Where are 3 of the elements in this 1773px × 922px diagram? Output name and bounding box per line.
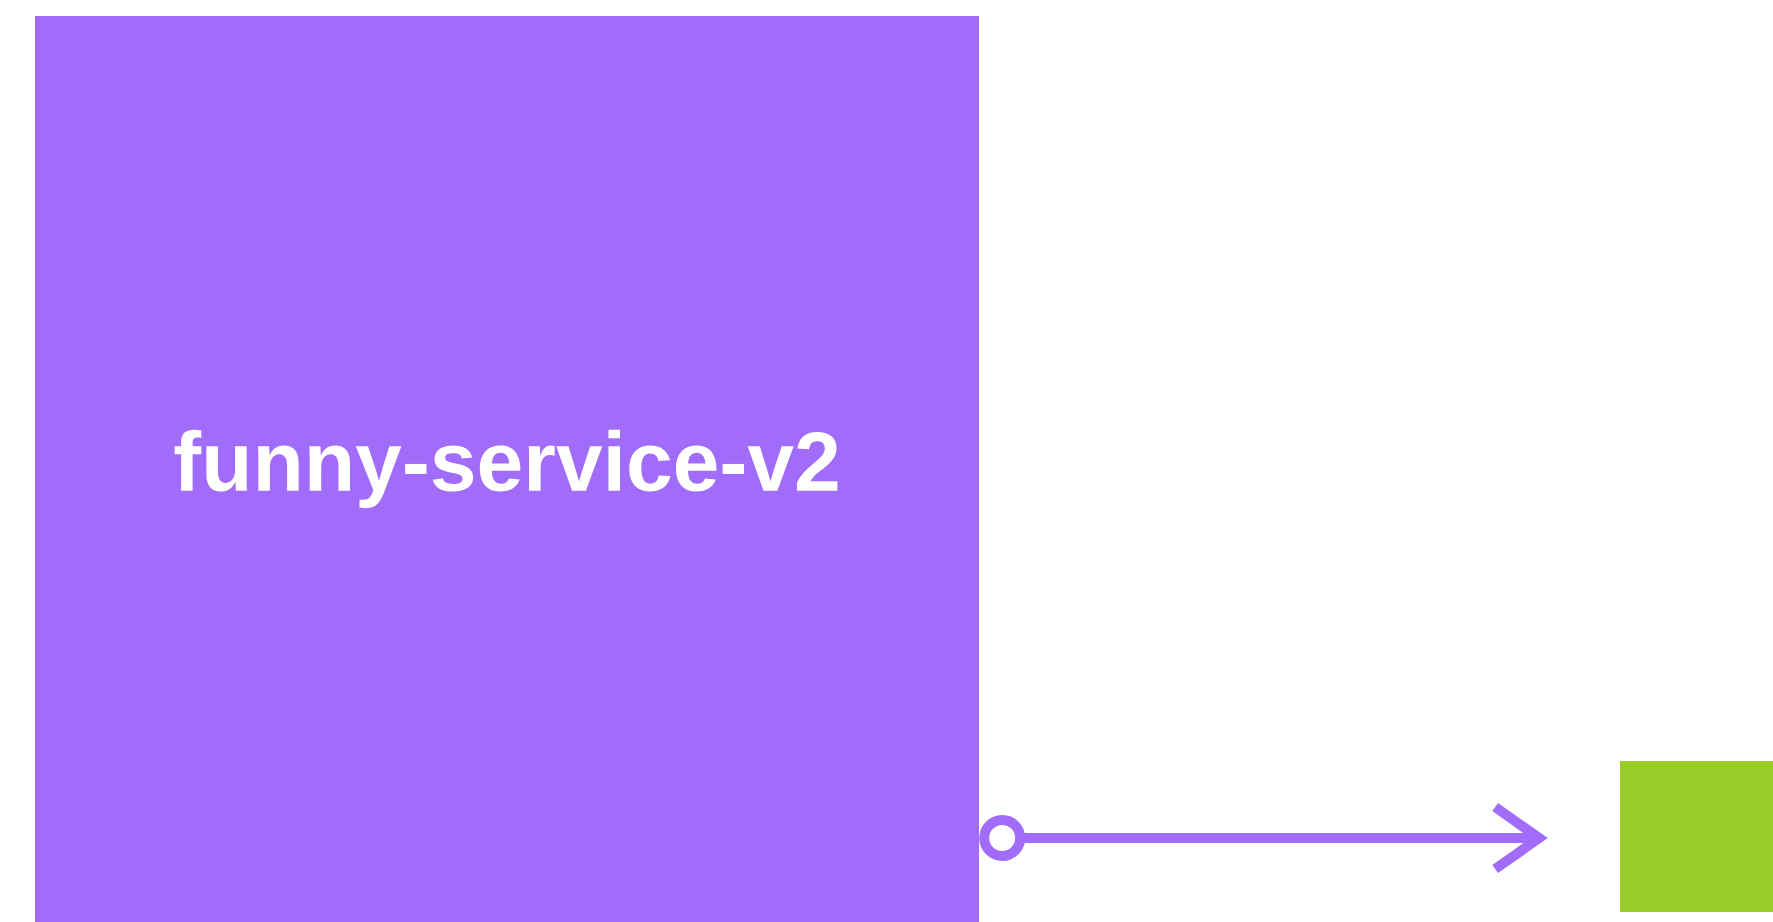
box: [1620, 761, 1773, 912]
service-box: funny-service-v2: [35, 16, 979, 922]
arrow: [979, 802, 1548, 874]
